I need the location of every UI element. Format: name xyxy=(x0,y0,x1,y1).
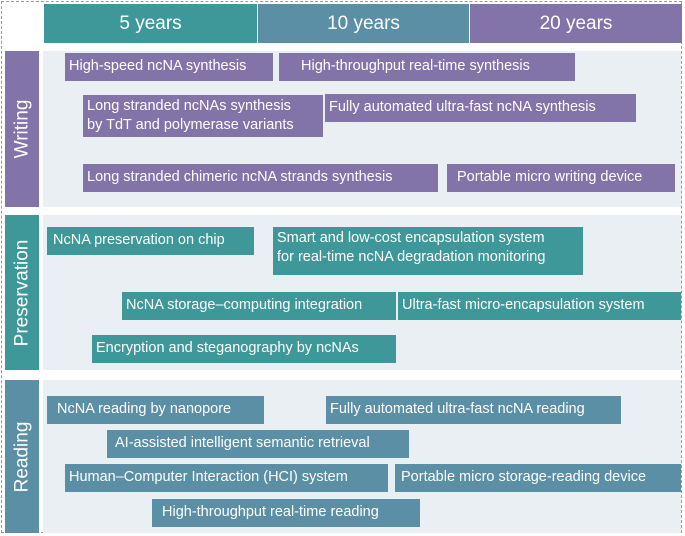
reading-item-nanopore: NcNA reading by nanopore xyxy=(47,396,264,424)
writing-item-long-stranded-synthesis: Long stranded ncNAs synthesis by TdT and… xyxy=(83,95,323,137)
header-period-10-years: 10 years xyxy=(258,4,469,43)
preservation-item-encryption-steganography: Encryption and steganography by ncNAs xyxy=(92,335,396,363)
lane-label-reading: Reading xyxy=(11,421,32,492)
lane-label-preservation: Preservation xyxy=(11,239,33,346)
lane-label-writing: Writing xyxy=(11,99,32,159)
reading-item-hci-system: Human–Computer Interaction (HCI) system xyxy=(65,464,388,492)
preservation-item-micro-encapsulation: Ultra-fast micro-encapsulation system xyxy=(398,292,681,320)
preservation-item-on-chip: NcNA preservation on chip xyxy=(47,227,254,255)
header-period-5-years: 5 years xyxy=(44,4,257,43)
header-period-20-years: 20 years xyxy=(470,4,682,43)
writing-item-high-speed-synthesis: High-speed ncNA synthesis xyxy=(65,53,273,81)
lane-preservation: Preservation xyxy=(5,215,39,370)
reading-item-semantic-retrieval: AI-assisted intelligent semantic retriev… xyxy=(107,430,409,458)
writing-item-chimeric-synthesis: Long stranded chimeric ncNA strands synt… xyxy=(83,164,438,192)
reading-item-portable-storage-reading: Portable micro storage-reading device xyxy=(395,464,681,492)
writing-item-long-stranded-line-2: by TdT and polymerase variants xyxy=(87,117,294,133)
writing-item-portable-writing-device: Portable micro writing device xyxy=(447,164,675,192)
writing-item-high-throughput-synthesis: High-throughput real-time synthesis xyxy=(279,53,575,81)
preservation-item-encapsulation-monitoring: Smart and low-cost encapsulation system … xyxy=(273,227,583,275)
writing-item-fully-automated-synthesis: Fully automated ultra-fast ncNA synthesi… xyxy=(325,94,636,122)
preservation-item-encapsulation-line-1: Smart and low-cost encapsulation system xyxy=(277,230,545,246)
preservation-item-encapsulation-line-2: for real-time ncNA degradation monitorin… xyxy=(277,249,546,265)
preservation-item-storage-computing: NcNA storage–computing integration xyxy=(122,292,396,320)
lane-writing: Writing xyxy=(5,51,39,207)
lane-reading: Reading xyxy=(5,380,39,533)
reading-item-high-throughput-reading: High-throughput real-time reading xyxy=(152,499,420,527)
reading-item-fully-automated-reading: Fully automated ultra-fast ncNA reading xyxy=(326,396,621,424)
writing-item-long-stranded-line-1: Long stranded ncNAs synthesis xyxy=(87,98,291,114)
